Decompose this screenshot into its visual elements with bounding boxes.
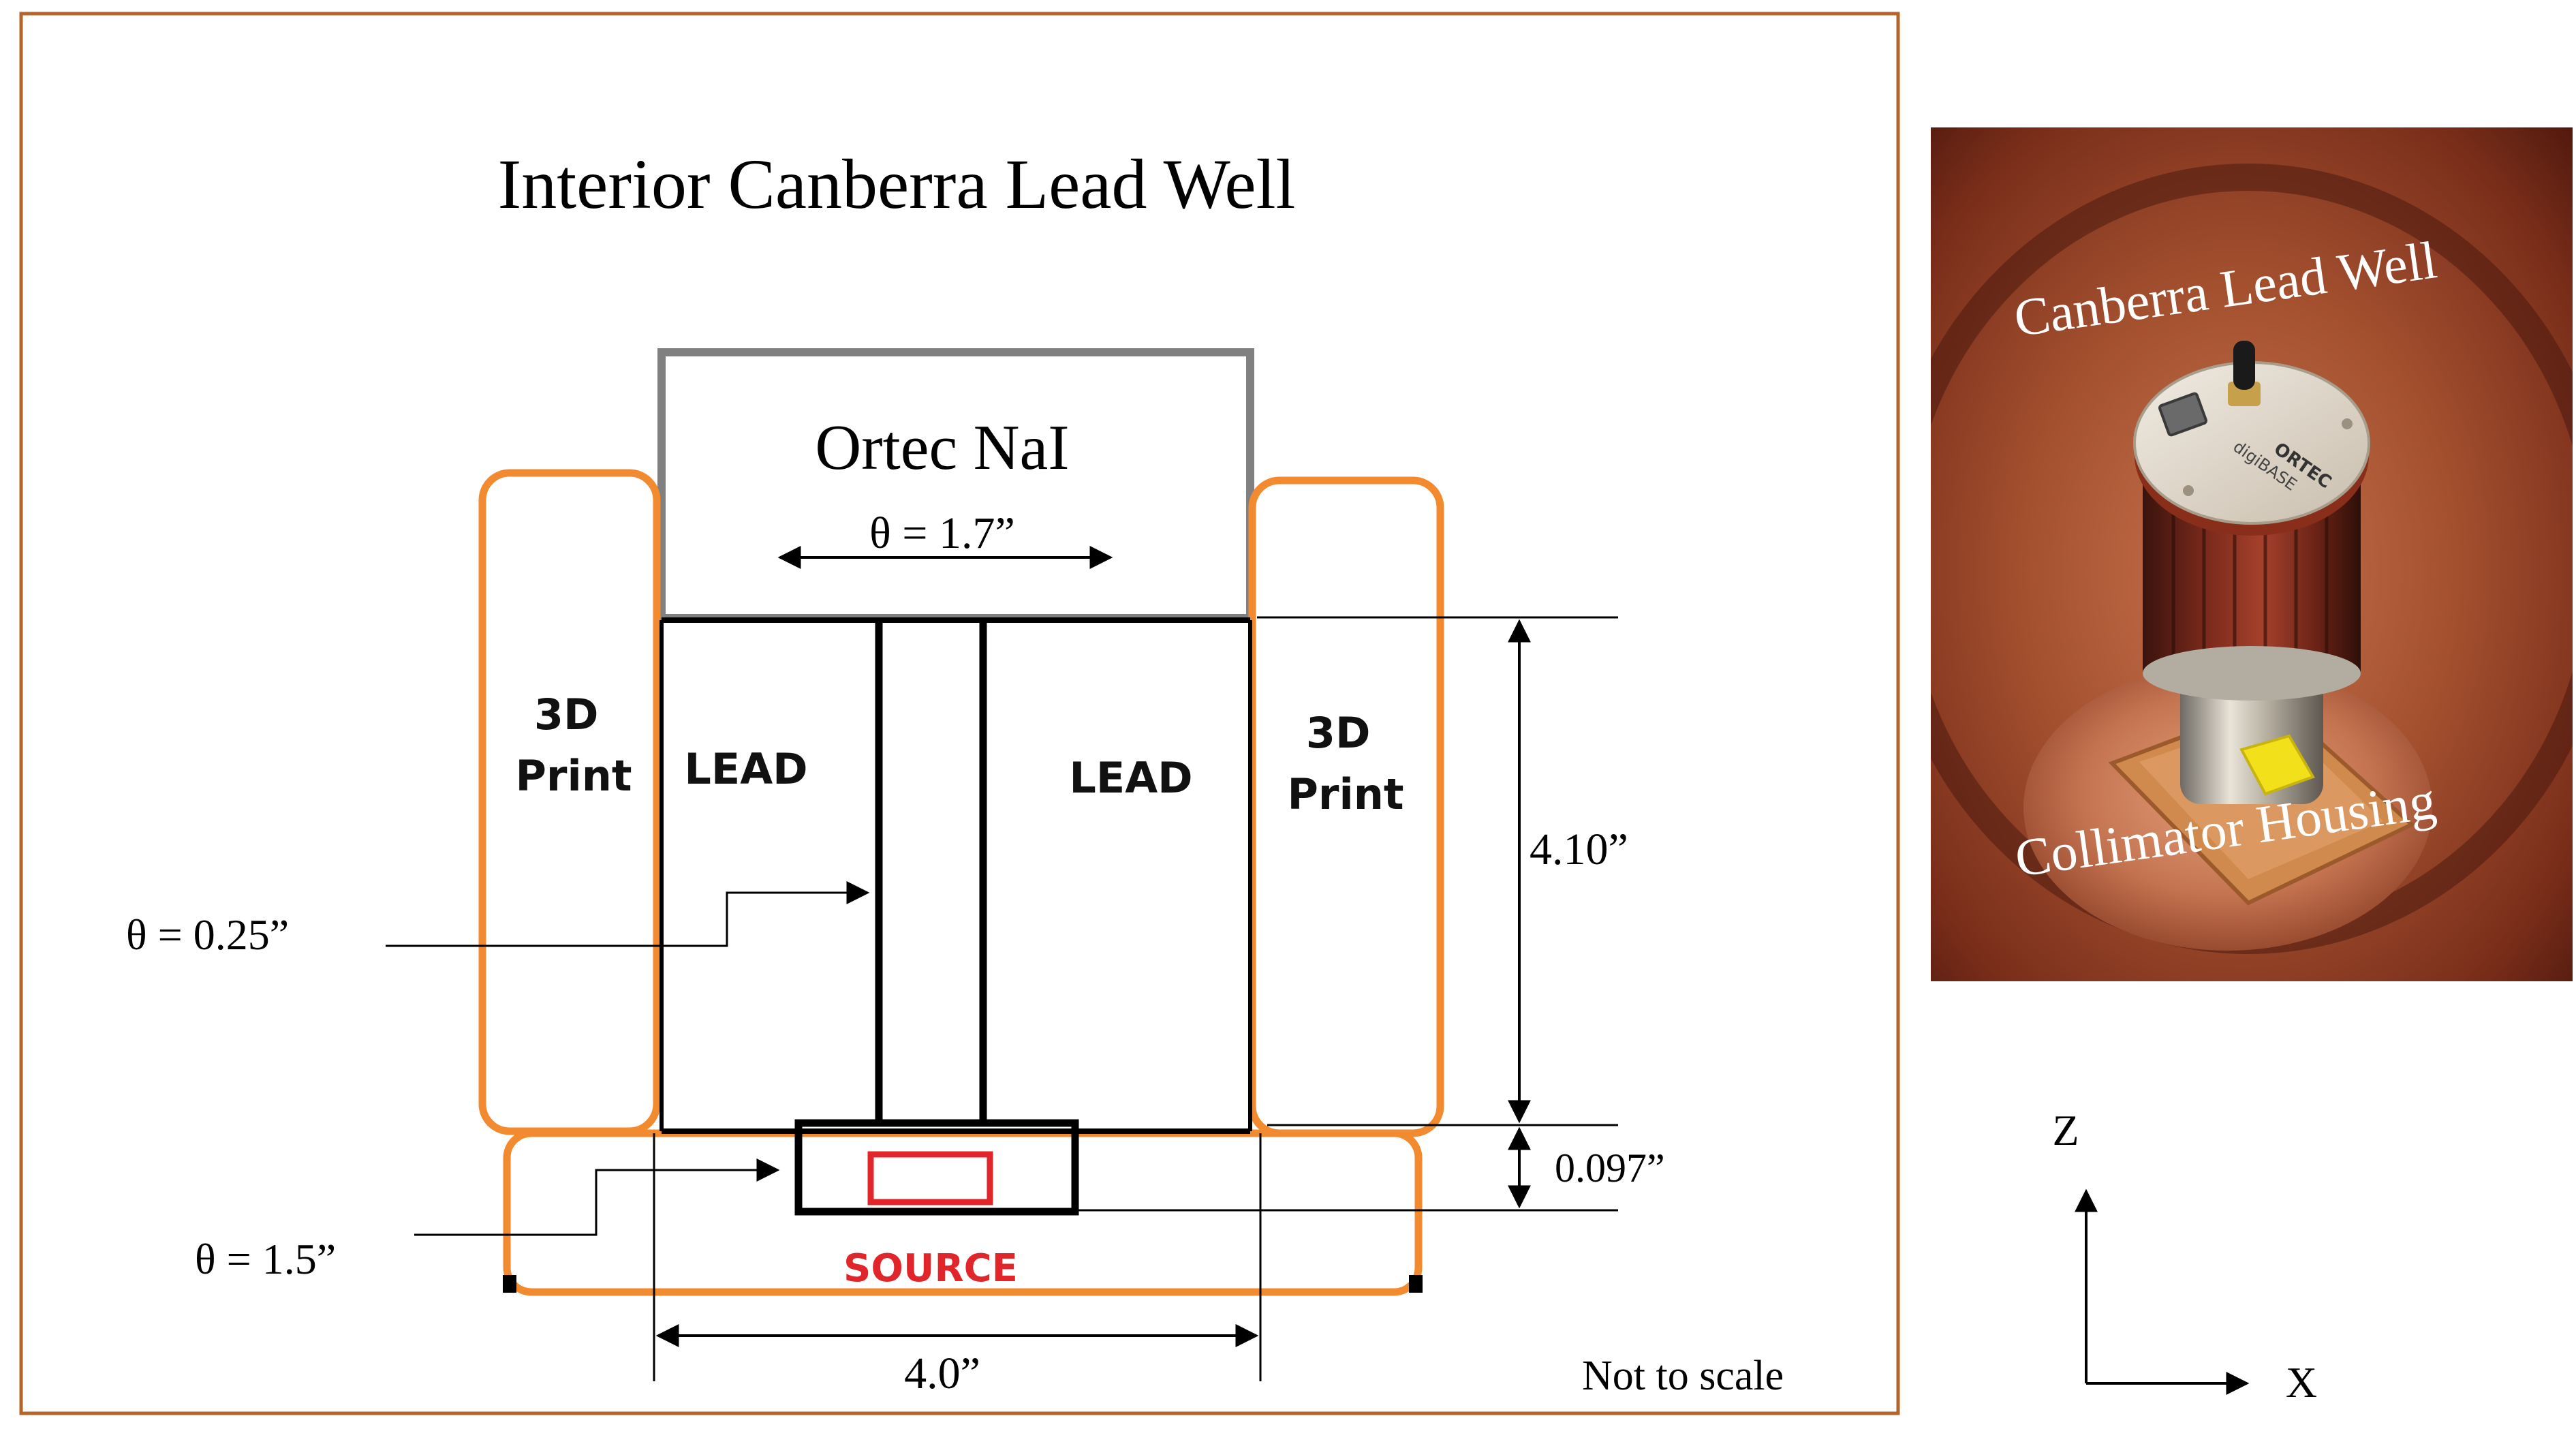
photo-usb-port [2158, 392, 2207, 437]
source-label: SOURCE [843, 1246, 1018, 1291]
gap-dimension-label: 0.097” [1555, 1146, 1665, 1190]
base-corner-left [503, 1275, 516, 1293]
width-dimension-label: 4.0” [904, 1349, 980, 1398]
photo-connector-knob [2233, 341, 2255, 390]
source-capsule [867, 1151, 993, 1205]
detector-label: Ortec NaI [815, 412, 1069, 483]
photo-cap-screw-2 [2342, 418, 2353, 429]
photo-cap-screw-1 [2183, 485, 2194, 496]
diagram-frame [19, 12, 1900, 1415]
base-corner-right [1409, 1275, 1423, 1293]
detector-dimension-label: θ = 1.7” [869, 508, 1015, 558]
print-right-label: 3D Print [1287, 708, 1403, 819]
lead-well-photo: ORTEC digiBASE Canberra Lead Well Collim… [1931, 127, 2573, 981]
diagram-title: Interior Canberra Lead Well [498, 145, 1296, 224]
lead-right-label: LEAD [1069, 753, 1192, 803]
print-left-label: 3D Print [515, 690, 632, 801]
photo-yellow-tape [2239, 734, 2315, 796]
source-holder-leader [414, 1158, 780, 1236]
lead-left-label: LEAD [684, 744, 807, 794]
axis-z-label: Z [2052, 1106, 2079, 1154]
height-dimension-label: 4.10” [1530, 825, 1628, 874]
source-holder [794, 1119, 1079, 1216]
axis-x-label: X [2286, 1358, 2317, 1407]
source-holder-dimension-label: θ = 1.5” [195, 1235, 336, 1283]
collimator-hole-dimension-label: θ = 0.25” [126, 910, 289, 959]
photo-tube-bottom [2143, 646, 2361, 701]
detector-box [657, 348, 1254, 622]
collimator-hole-leader [386, 881, 870, 947]
photo-connector-base [2228, 382, 2261, 406]
scale-note: Not to scale [1582, 1353, 1784, 1399]
